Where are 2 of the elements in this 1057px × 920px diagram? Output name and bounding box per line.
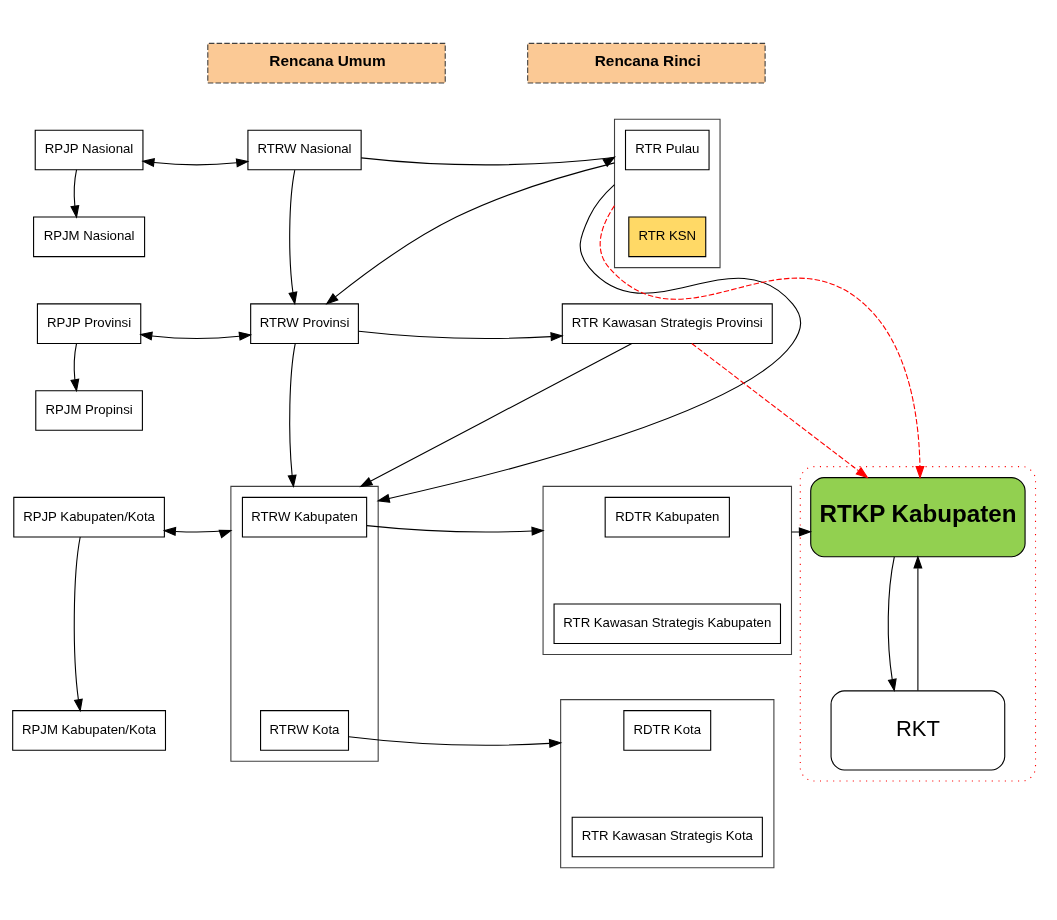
label: Rencana Rinci (594, 52, 701, 70)
label: Rencana Umum (269, 52, 386, 70)
